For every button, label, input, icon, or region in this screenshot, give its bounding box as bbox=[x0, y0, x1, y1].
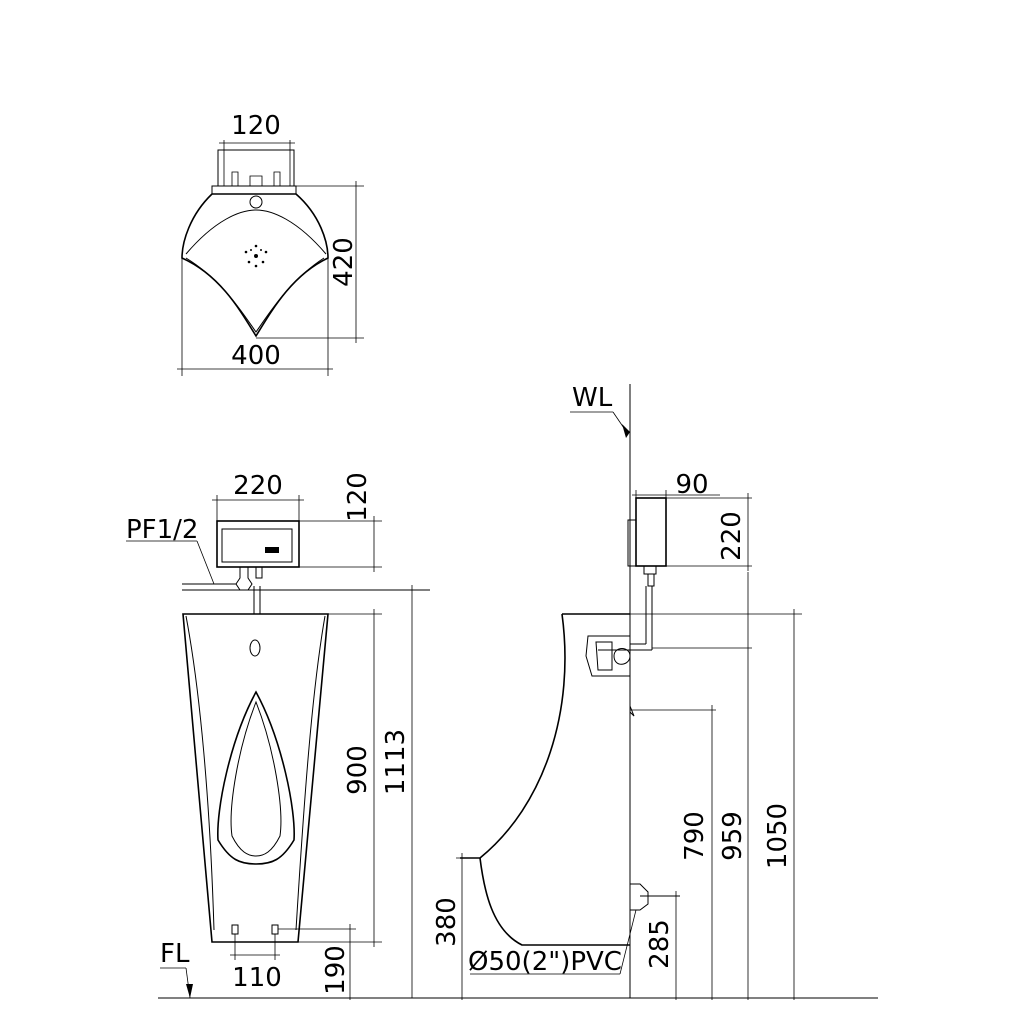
flush-valve-box bbox=[216, 520, 300, 568]
top-view: 120 420 400 bbox=[177, 111, 364, 376]
top-bowl-outline bbox=[181, 193, 329, 338]
side-dim-790: 790 bbox=[680, 811, 710, 861]
supply-label: PF1/2 bbox=[126, 515, 198, 545]
urinal-bowl-front bbox=[217, 690, 295, 865]
side-dim-285: 285 bbox=[645, 919, 675, 969]
side-dim-380: 380 bbox=[432, 897, 462, 947]
side-dim-90: 90 bbox=[675, 470, 708, 500]
flush-valve-box-side bbox=[635, 497, 667, 567]
front-dim-190: 190 bbox=[321, 945, 351, 995]
front-view: 220 120 PF1/2 900 1113 110 190 FL bbox=[126, 471, 878, 1000]
top-valve-plate bbox=[211, 185, 297, 195]
urinal-profile-bottom bbox=[479, 857, 630, 946]
spray-head-hole bbox=[249, 639, 261, 657]
front-dim-220: 220 bbox=[233, 471, 283, 501]
side-dim-220: 220 bbox=[717, 511, 747, 561]
floor-label: FL bbox=[160, 939, 190, 969]
top-dim-400: 400 bbox=[231, 341, 281, 371]
wall-label: WL bbox=[572, 383, 613, 413]
front-dim-1113: 1113 bbox=[381, 729, 411, 795]
spray-pattern-icon bbox=[244, 244, 268, 268]
top-dim-420: 420 bbox=[329, 237, 359, 287]
side-view: WL 90 220 790 bbox=[432, 383, 802, 1000]
urinal-profile-front bbox=[460, 613, 566, 859]
top-valve-block bbox=[217, 149, 295, 187]
side-dim-1050: 1050 bbox=[763, 803, 793, 869]
front-dim-110: 110 bbox=[232, 963, 282, 993]
side-dim-959: 959 bbox=[718, 811, 748, 861]
pipe-label: Ø50(2")PVC bbox=[468, 947, 622, 977]
top-dim-120: 120 bbox=[231, 111, 281, 141]
spray-unit bbox=[585, 635, 631, 677]
front-dim-900: 900 bbox=[343, 745, 373, 795]
sensor-window-icon bbox=[265, 547, 279, 553]
front-dim-120: 120 bbox=[343, 472, 373, 522]
top-outlet-hole bbox=[249, 195, 263, 209]
